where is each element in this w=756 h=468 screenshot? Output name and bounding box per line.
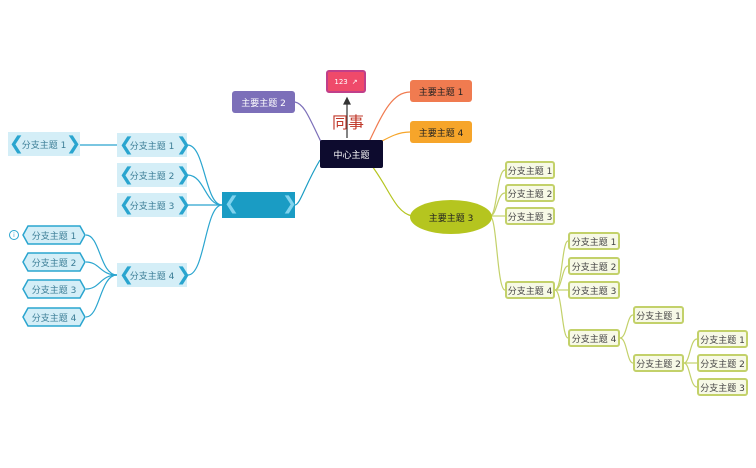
branch-label: 分支主题 3: [129, 201, 175, 212]
branch-label: 分支主题 3: [31, 285, 77, 296]
bracket-icon: ❮: [9, 133, 25, 154]
main-topic-3[interactable]: 主要主题 3: [410, 200, 492, 234]
left-hex-branch-3[interactable]: 分支主题 3: [22, 279, 86, 299]
main-topic-2[interactable]: 主要主题 2: [232, 91, 295, 113]
left-hex-branch-2[interactable]: 分支主题 2: [22, 252, 86, 272]
branch-label: 分支主题 2: [700, 359, 745, 370]
left-hex-branch-1[interactable]: 分支主题 1: [22, 225, 86, 245]
bracket-icon: ❯: [176, 164, 192, 185]
bracket-icon: ❯: [176, 134, 192, 155]
branch-label: 分支主题 1: [21, 140, 67, 151]
branch-label: 分支主题 2: [636, 359, 681, 370]
branch-label: 分支主题 3: [507, 212, 553, 223]
branch-label: 分支主题 4: [571, 334, 617, 345]
info-icon[interactable]: i: [9, 230, 19, 240]
bracket-icon: ❯: [282, 193, 298, 214]
bracket-icon: ❮: [224, 193, 240, 214]
branch-label: 分支主题 1: [129, 141, 175, 152]
right-leaf-2[interactable]: 分支主题 2: [697, 354, 748, 372]
right-subbranch-4[interactable]: 分支主题 4: [568, 329, 620, 347]
main-topic-1[interactable]: 主要主题 1: [410, 80, 472, 102]
right-branch-4[interactable]: 分支主题 4: [505, 281, 555, 299]
right-subsub-2[interactable]: 分支主题 2: [633, 354, 684, 372]
link-topic[interactable]: 123 ↗: [326, 70, 366, 93]
central-topic[interactable]: 中心主题: [320, 140, 383, 168]
branch-label: 分支主题 2: [31, 258, 77, 269]
branch-label: 分支主题 1: [700, 335, 745, 346]
bracket-icon: ❮: [119, 134, 135, 155]
right-leaf-3[interactable]: 分支主题 3: [697, 378, 748, 396]
branch-label: 分支主题 4: [31, 313, 77, 324]
bracket-icon: ❯: [176, 194, 192, 215]
branch-label: 分支主题 4: [507, 286, 553, 297]
right-branch-3[interactable]: 分支主题 3: [505, 207, 555, 225]
link-label: 123: [334, 77, 348, 86]
bracket-icon: ❯: [66, 133, 82, 154]
left-branch-4[interactable]: 分支主题 4: [117, 263, 187, 287]
bracket-icon: ❯: [176, 264, 192, 285]
external-link-icon: ↗: [351, 77, 358, 86]
annotation-text: 同事: [332, 113, 365, 132]
branch-label: 分支主题 2: [129, 171, 175, 182]
right-branch-2[interactable]: 分支主题 2: [505, 184, 555, 202]
right-subbranch-2[interactable]: 分支主题 2: [568, 257, 620, 275]
left-branch-2[interactable]: 分支主题 2: [117, 163, 187, 187]
bracket-icon: ❮: [119, 264, 135, 285]
right-subsub-1[interactable]: 分支主题 1: [633, 306, 684, 324]
branch-label: 分支主题 2: [507, 189, 553, 200]
right-leaf-1[interactable]: 分支主题 1: [697, 330, 748, 348]
right-subbranch-1[interactable]: 分支主题 1: [568, 232, 620, 250]
main-topic-4[interactable]: 主要主题 4: [410, 121, 472, 143]
left-subbranch-1[interactable]: 分支主题 1: [8, 132, 80, 156]
branch-label: 分支主题 1: [507, 166, 553, 177]
left-branch-1[interactable]: 分支主题 1: [117, 133, 187, 157]
branch-label: 分支主题 4: [129, 271, 175, 282]
bracket-icon: ❮: [119, 164, 135, 185]
branch-label: 分支主题 3: [571, 286, 617, 297]
left-hub-topic[interactable]: [222, 192, 295, 218]
branch-label: 分支主题 3: [700, 383, 745, 394]
branch-label: 分支主题 2: [571, 262, 617, 273]
right-subbranch-3[interactable]: 分支主题 3: [568, 281, 620, 299]
left-hex-branch-4[interactable]: 分支主题 4: [22, 307, 86, 327]
branch-label: 分支主题 1: [636, 311, 681, 322]
branch-label: 分支主题 1: [571, 237, 617, 248]
bracket-icon: ❮: [119, 194, 135, 215]
branch-label: 分支主题 1: [31, 231, 77, 242]
left-branch-3[interactable]: 分支主题 3: [117, 193, 187, 217]
right-branch-1[interactable]: 分支主题 1: [505, 161, 555, 179]
